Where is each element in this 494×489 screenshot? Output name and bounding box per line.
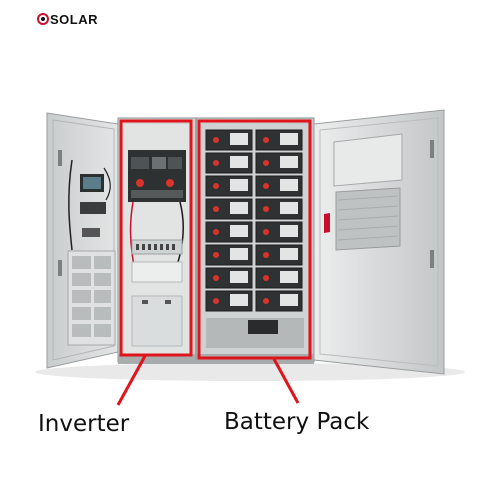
battery-module-panel bbox=[280, 202, 298, 214]
battery-module-panel bbox=[280, 248, 298, 260]
battery-module-panel bbox=[230, 225, 248, 237]
battery-module-panel bbox=[230, 271, 248, 283]
battery-module-panel bbox=[280, 225, 298, 237]
battery-module-panel bbox=[230, 133, 248, 145]
control-module bbox=[80, 202, 106, 214]
battery-terminal bbox=[263, 252, 269, 258]
logo-mark-icon bbox=[37, 13, 49, 25]
battery-terminal bbox=[263, 206, 269, 212]
inverter-callout bbox=[116, 119, 193, 406]
battery-module-panel bbox=[230, 179, 248, 191]
ac-vent bbox=[335, 187, 401, 251]
floor-shadow bbox=[35, 363, 465, 381]
battery-modules bbox=[205, 129, 303, 312]
battery-terminal bbox=[263, 160, 269, 166]
battery-terminal bbox=[213, 275, 219, 281]
battery-terminal bbox=[213, 206, 219, 212]
battery-module-panel bbox=[280, 133, 298, 145]
battery-terminal bbox=[213, 298, 219, 304]
battery-pack-label: Battery Pack bbox=[224, 409, 370, 435]
battery-pack-callout bbox=[197, 119, 312, 404]
battery-module-panel bbox=[230, 202, 248, 214]
battery-terminal bbox=[263, 275, 269, 281]
battery-module-panel bbox=[280, 271, 298, 283]
battery-module-panel bbox=[280, 156, 298, 168]
battery-bay bbox=[202, 124, 308, 354]
battery-terminal bbox=[263, 137, 269, 143]
battery-terminal bbox=[263, 298, 269, 304]
right-door bbox=[313, 109, 445, 375]
battery-module-panel bbox=[230, 294, 248, 306]
battery-module-panel bbox=[230, 248, 248, 260]
brand-name: SOLAR bbox=[50, 11, 98, 27]
battery-terminal bbox=[213, 160, 219, 166]
battery-terminal bbox=[213, 137, 219, 143]
battery-terminal bbox=[213, 229, 219, 235]
battery-terminal bbox=[213, 183, 219, 189]
inverter-label: Inverter bbox=[38, 411, 130, 437]
ac-unit bbox=[333, 133, 403, 187]
left-door bbox=[46, 112, 119, 369]
battery-terminal bbox=[213, 252, 219, 258]
battery-module-panel bbox=[280, 294, 298, 306]
battery-terminal bbox=[263, 183, 269, 189]
battery-module-panel bbox=[280, 179, 298, 191]
battery-module-panel bbox=[230, 156, 248, 168]
inverter-bay bbox=[124, 124, 190, 354]
vent-grille bbox=[67, 250, 116, 346]
brand-logo: SOLAR bbox=[37, 11, 98, 27]
battery-terminal bbox=[263, 229, 269, 235]
